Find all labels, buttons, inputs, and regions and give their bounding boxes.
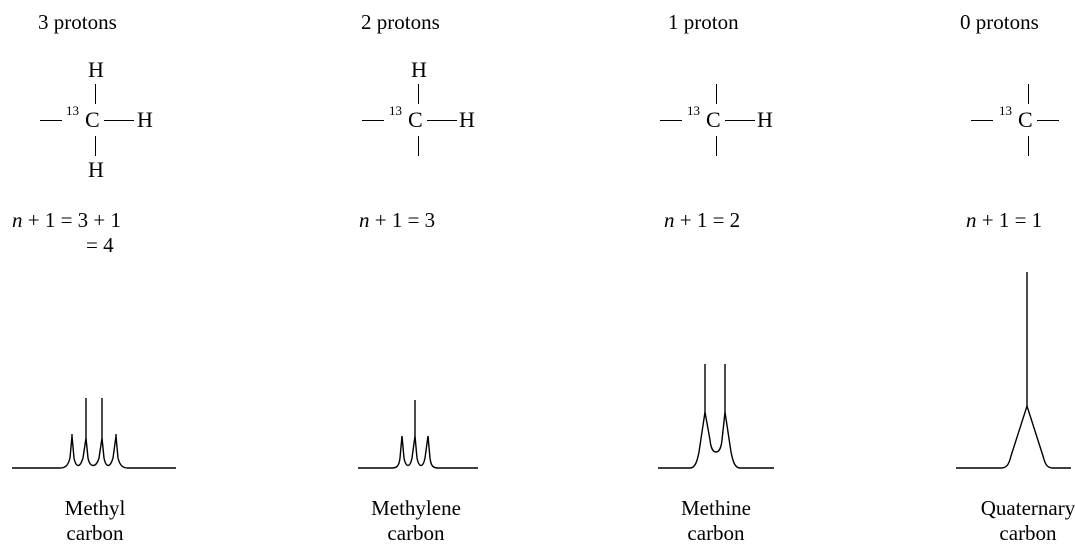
equation-variable: n <box>12 208 23 232</box>
top-bond <box>95 84 97 104</box>
doublet-spectrum <box>658 364 774 469</box>
right-bond <box>1037 120 1059 122</box>
equation-continuation: = 4 <box>86 233 114 257</box>
spectrum-trace <box>658 411 774 469</box>
carbon-type-label: Methine carbon <box>636 496 796 546</box>
right-bond <box>104 120 134 122</box>
top-bond <box>1028 84 1030 104</box>
right-bond <box>427 120 457 122</box>
left-bond <box>362 120 384 122</box>
label-line1: Methyl <box>64 496 126 520</box>
carbon-atom: C <box>85 107 100 132</box>
isotope-label: 13 <box>66 103 79 118</box>
equation-variable: n <box>664 208 675 232</box>
carbon-atom: C <box>706 107 721 132</box>
carbon-atom: C <box>408 107 423 132</box>
equation-variable: n <box>359 208 370 232</box>
spectrum-trace <box>12 435 176 469</box>
label-line2: carbon <box>687 521 745 545</box>
label-line2: carbon <box>999 521 1057 545</box>
bottom-bond <box>1028 136 1030 156</box>
column-methyl: 3 protons H 13 C H H n + 1 = 3 + 1 = 4 M… <box>0 0 260 551</box>
top-bond <box>716 84 718 104</box>
carbon-atom: C <box>1018 107 1033 132</box>
quartet-spectrum <box>12 398 176 469</box>
right-hydrogen: H <box>137 107 153 132</box>
proton-count-header: 1 proton <box>668 10 739 34</box>
top-hydrogen: H <box>88 57 104 82</box>
triplet-spectrum <box>358 400 478 469</box>
equation-line1: + 1 = 2 <box>679 208 741 232</box>
proton-count-header: 2 protons <box>361 10 440 34</box>
multiplicity-equation: n + 1 = 3 <box>359 208 435 232</box>
multiplicity-equation: n + 1 = 3 + 1 <box>12 208 121 232</box>
multiplicity-equation: n + 1 = 1 <box>966 208 1042 232</box>
carbon-type-label: Methyl carbon <box>15 496 175 546</box>
equation-line1: + 1 = 1 <box>981 208 1043 232</box>
bottom-bond <box>418 136 420 156</box>
bottom-hydrogen: H <box>88 157 104 182</box>
column-methine: 1 proton 13 C H n + 1 = 2 Methine carbon <box>600 0 860 551</box>
equation-variable: n <box>966 208 977 232</box>
left-bond <box>971 120 993 122</box>
label-line1: Methylene <box>371 496 461 520</box>
isotope-label: 13 <box>999 103 1012 118</box>
left-bond <box>660 120 682 122</box>
label-line2: carbon <box>387 521 445 545</box>
spectrum-trace <box>956 403 1071 469</box>
equation-line1: + 1 = 3 + 1 <box>27 208 122 232</box>
right-hydrogen: H <box>459 107 475 132</box>
label-line2: carbon <box>66 521 124 545</box>
right-hydrogen: H <box>757 107 773 132</box>
singlet-spectrum <box>956 272 1071 469</box>
left-bond <box>40 120 62 122</box>
label-line1: Methine <box>681 496 751 520</box>
multiplicity-equation: n + 1 = 2 <box>664 208 740 232</box>
isotope-label: 13 <box>389 103 402 118</box>
top-bond <box>418 84 420 104</box>
spectrum-trace <box>358 435 478 469</box>
isotope-label: 13 <box>687 103 700 118</box>
column-methylene: 2 protons H 13 C H n + 1 = 3 Methylene c… <box>310 0 570 551</box>
column-quaternary: 0 protons 13 C n + 1 = 1 Quaternary carb… <box>815 0 1075 551</box>
bottom-bond <box>716 136 718 156</box>
proton-count-header: 3 protons <box>38 10 117 34</box>
carbon-type-label: Methylene carbon <box>336 496 496 546</box>
top-hydrogen: H <box>411 57 427 82</box>
bottom-bond <box>95 136 97 156</box>
carbon-type-label: Quaternary carbon <box>948 496 1075 546</box>
proton-count-header: 0 protons <box>960 10 1039 34</box>
label-line1: Quaternary <box>980 496 1075 520</box>
equation-line1: + 1 = 3 <box>374 208 436 232</box>
right-bond <box>725 120 755 122</box>
